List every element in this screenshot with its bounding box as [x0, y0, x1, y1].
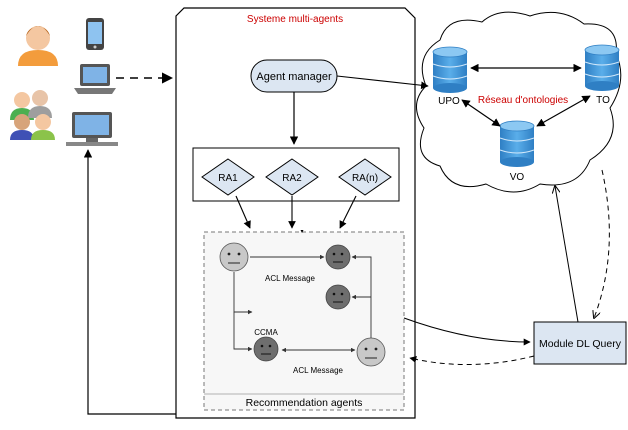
dl-query-module-node: [533, 321, 627, 365]
desktop-computer-icon: [66, 112, 118, 146]
acl-message-bottom-label: ACL Message: [293, 366, 344, 375]
to-label: TO: [596, 95, 610, 106]
module-to-vo-connector: [555, 186, 579, 323]
face-ccma-connector: [233, 312, 253, 352]
database-icon: [499, 120, 535, 167]
upo-label: UPO: [438, 96, 460, 107]
module-to-panel-connector: [409, 355, 535, 365]
panel-to-module-connector: [403, 317, 531, 346]
ccma-label: CCMA: [254, 328, 278, 337]
smiley-face-icon: [219, 242, 249, 272]
smiley-face-icon: [325, 284, 351, 310]
ra-1-connector: [235, 195, 251, 229]
system-title: Systeme multi-agents: [247, 14, 343, 25]
recommendation-panel-title: Recommendation agents: [246, 397, 363, 409]
ra-n-node: RA(n): [338, 158, 392, 196]
database-icon: [432, 46, 468, 93]
smiley-face-icon: [325, 244, 351, 270]
smiley-face-icon: [253, 336, 279, 362]
manager-to-ontology-connector: [336, 75, 429, 90]
mobile-phone-icon: [86, 18, 104, 50]
database-icon: [584, 44, 620, 91]
ra-1-label: RA1: [218, 173, 238, 184]
dl-query-module-label: Module DL Query: [539, 338, 622, 350]
ra-n-connector: [339, 195, 357, 229]
laptop-icon: [74, 64, 116, 94]
users-icon: [10, 26, 58, 140]
ra-1-node: RA1: [201, 158, 255, 196]
to-vo-link: [536, 95, 591, 127]
face-up-connector: [351, 254, 372, 338]
ra-2-label: RA2: [282, 173, 302, 184]
ontology-network-cloud: [416, 11, 622, 193]
acl-message-top-label: ACL Message: [265, 274, 316, 283]
smiley-face-icon: [356, 337, 386, 367]
ra-n-label: RA(n): [352, 173, 378, 184]
upo-vo-link: [461, 99, 501, 127]
agent-manager-label: Agent manager: [256, 71, 332, 83]
ontology-to-module-connector: [594, 169, 610, 318]
ra-2-node: RA2: [265, 158, 319, 196]
ra-arrow-tick: ▾: [300, 229, 303, 235]
vo-label: VO: [510, 172, 525, 183]
ontology-network-title: Réseau d'ontologies: [478, 95, 568, 106]
